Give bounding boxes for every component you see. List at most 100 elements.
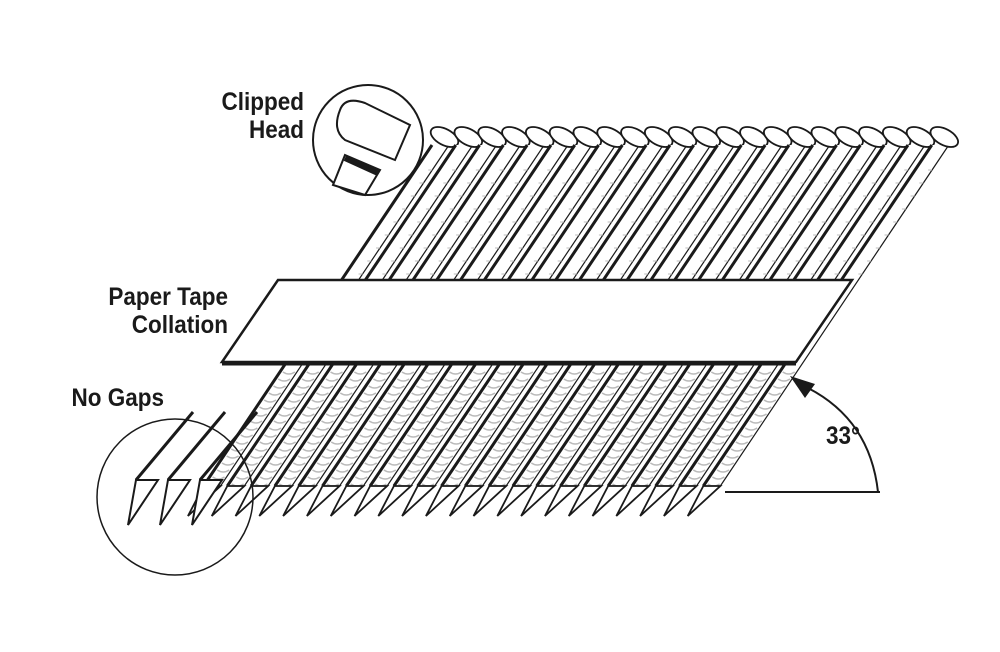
ring-shank-ridge (378, 406, 391, 410)
ring-shank-ridge (749, 420, 763, 424)
ring-shank-ridge (411, 462, 425, 466)
ring-shank-ridge (496, 371, 510, 375)
ring-shank-ridge (335, 399, 348, 403)
ring-shank-ridge (716, 434, 730, 438)
ring-shank-ridge (749, 385, 762, 389)
ring-shank-ridge (530, 427, 544, 431)
ring-shank-ridge (701, 420, 715, 424)
ring-shank-ridge (768, 392, 782, 396)
ring-shank-ridge (663, 441, 677, 445)
ring-shank-ridge (287, 399, 301, 403)
ring-shank-ridge (259, 476, 273, 480)
ring-shank-ridge (559, 455, 573, 459)
nail-head (477, 126, 507, 148)
ring-shank-ridge (564, 448, 577, 452)
ring-shank-ridge (359, 469, 373, 473)
ring-shank-ridge (349, 448, 363, 452)
ring-shank-ridge (301, 413, 315, 417)
enlarged-nail-edge (134, 411, 195, 481)
ring-shank-ridge (521, 476, 535, 480)
ring-shank-ridge (407, 469, 421, 473)
ring-shank-ridge (649, 427, 663, 431)
ring-shank-ridge (278, 448, 292, 452)
nail-head (691, 126, 721, 148)
nail-head (834, 126, 864, 148)
ring-shank-ridge (392, 420, 406, 424)
ring-shank-ridge (430, 434, 444, 438)
nail-head (620, 126, 650, 148)
ring-shank-ridge (645, 469, 659, 473)
ring-shank-ridge (606, 420, 620, 424)
paper-tape-label: Paper Tape Collation (77, 283, 228, 339)
nail-head (667, 126, 698, 148)
ring-shank-ridge (325, 413, 339, 417)
ring-shank-ridge (473, 476, 487, 480)
ring-shank-ridge (587, 448, 601, 452)
ring-shank-ridge (277, 378, 291, 382)
ring-shank-ridge (644, 434, 658, 438)
ring-shank-ridge (550, 469, 563, 473)
ring-shank-ridge (663, 406, 677, 410)
ring-shank-ridge (435, 462, 449, 466)
ring-shank-ridge (411, 392, 425, 396)
nail-head (905, 126, 936, 148)
ring-shank-ridge (420, 378, 434, 382)
ring-shank-ridge (349, 378, 363, 382)
ring-shank-ridge (744, 427, 758, 431)
ring-shank-ridge (273, 455, 287, 459)
ring-shank-ridge (507, 462, 520, 466)
ring-shank-ridge (711, 441, 725, 445)
nail-head (548, 126, 579, 148)
ring-shank-ridge (706, 413, 720, 417)
nail-tip (686, 485, 723, 517)
ring-shank-ridge (758, 371, 772, 375)
ring-shank-ridge (416, 455, 430, 459)
ring-shank-ridge (673, 392, 686, 396)
ring-shank-ridge (482, 392, 496, 396)
ring-shank-ridge (292, 462, 306, 466)
ring-shank-ridge (625, 392, 639, 396)
ring-shank-ridge (392, 455, 406, 459)
nail-tip (544, 485, 580, 517)
ring-shank-ridge (254, 448, 268, 452)
ring-shank-ridge (454, 399, 467, 403)
paper-tape-label-line1: Paper Tape (108, 283, 228, 311)
ring-shank-ridge (259, 441, 273, 445)
ring-shank-ridge (450, 476, 463, 480)
ring-shank-ridge (426, 476, 440, 480)
ring-shank-ridge (468, 413, 482, 417)
ring-shank-ridge (635, 413, 648, 417)
ring-shank-ridge (388, 462, 401, 466)
ring-shank-ridge (602, 462, 616, 466)
ring-shank-ridge (696, 392, 710, 396)
ring-shank-ridge (406, 399, 420, 403)
ring-shank-ridge (777, 378, 791, 382)
nail-head (810, 126, 840, 148)
ring-shank-ridge (597, 469, 611, 473)
ring-shank-ridge (739, 399, 753, 403)
clipped-head-shank (331, 153, 382, 197)
ring-shank-ridge (307, 476, 321, 480)
ring-shank-ridge (677, 385, 691, 389)
ring-shank-ridge (240, 434, 254, 438)
ring-shank-ridge (425, 441, 439, 445)
nail-head (763, 126, 793, 148)
ring-shank-ridge (316, 427, 330, 431)
ring-shank-ridge (459, 427, 473, 431)
clipped-head-callout (312, 84, 424, 197)
ring-shank-ridge (639, 406, 653, 410)
angle-indicator (725, 376, 880, 493)
ring-shank-ridge (235, 476, 249, 480)
ring-shank-ridge (478, 469, 492, 473)
ring-shank-ridge (620, 399, 634, 403)
ring-shank-ridge (664, 476, 678, 480)
ring-shank-ridge (330, 441, 344, 445)
ring-shank-ridge (249, 420, 263, 424)
ring-shank-ridge (515, 378, 529, 382)
ring-shank-ridge (701, 385, 715, 389)
ring-shank-ridge (335, 434, 349, 438)
nail-head (572, 126, 602, 148)
nail-tip (258, 485, 295, 517)
